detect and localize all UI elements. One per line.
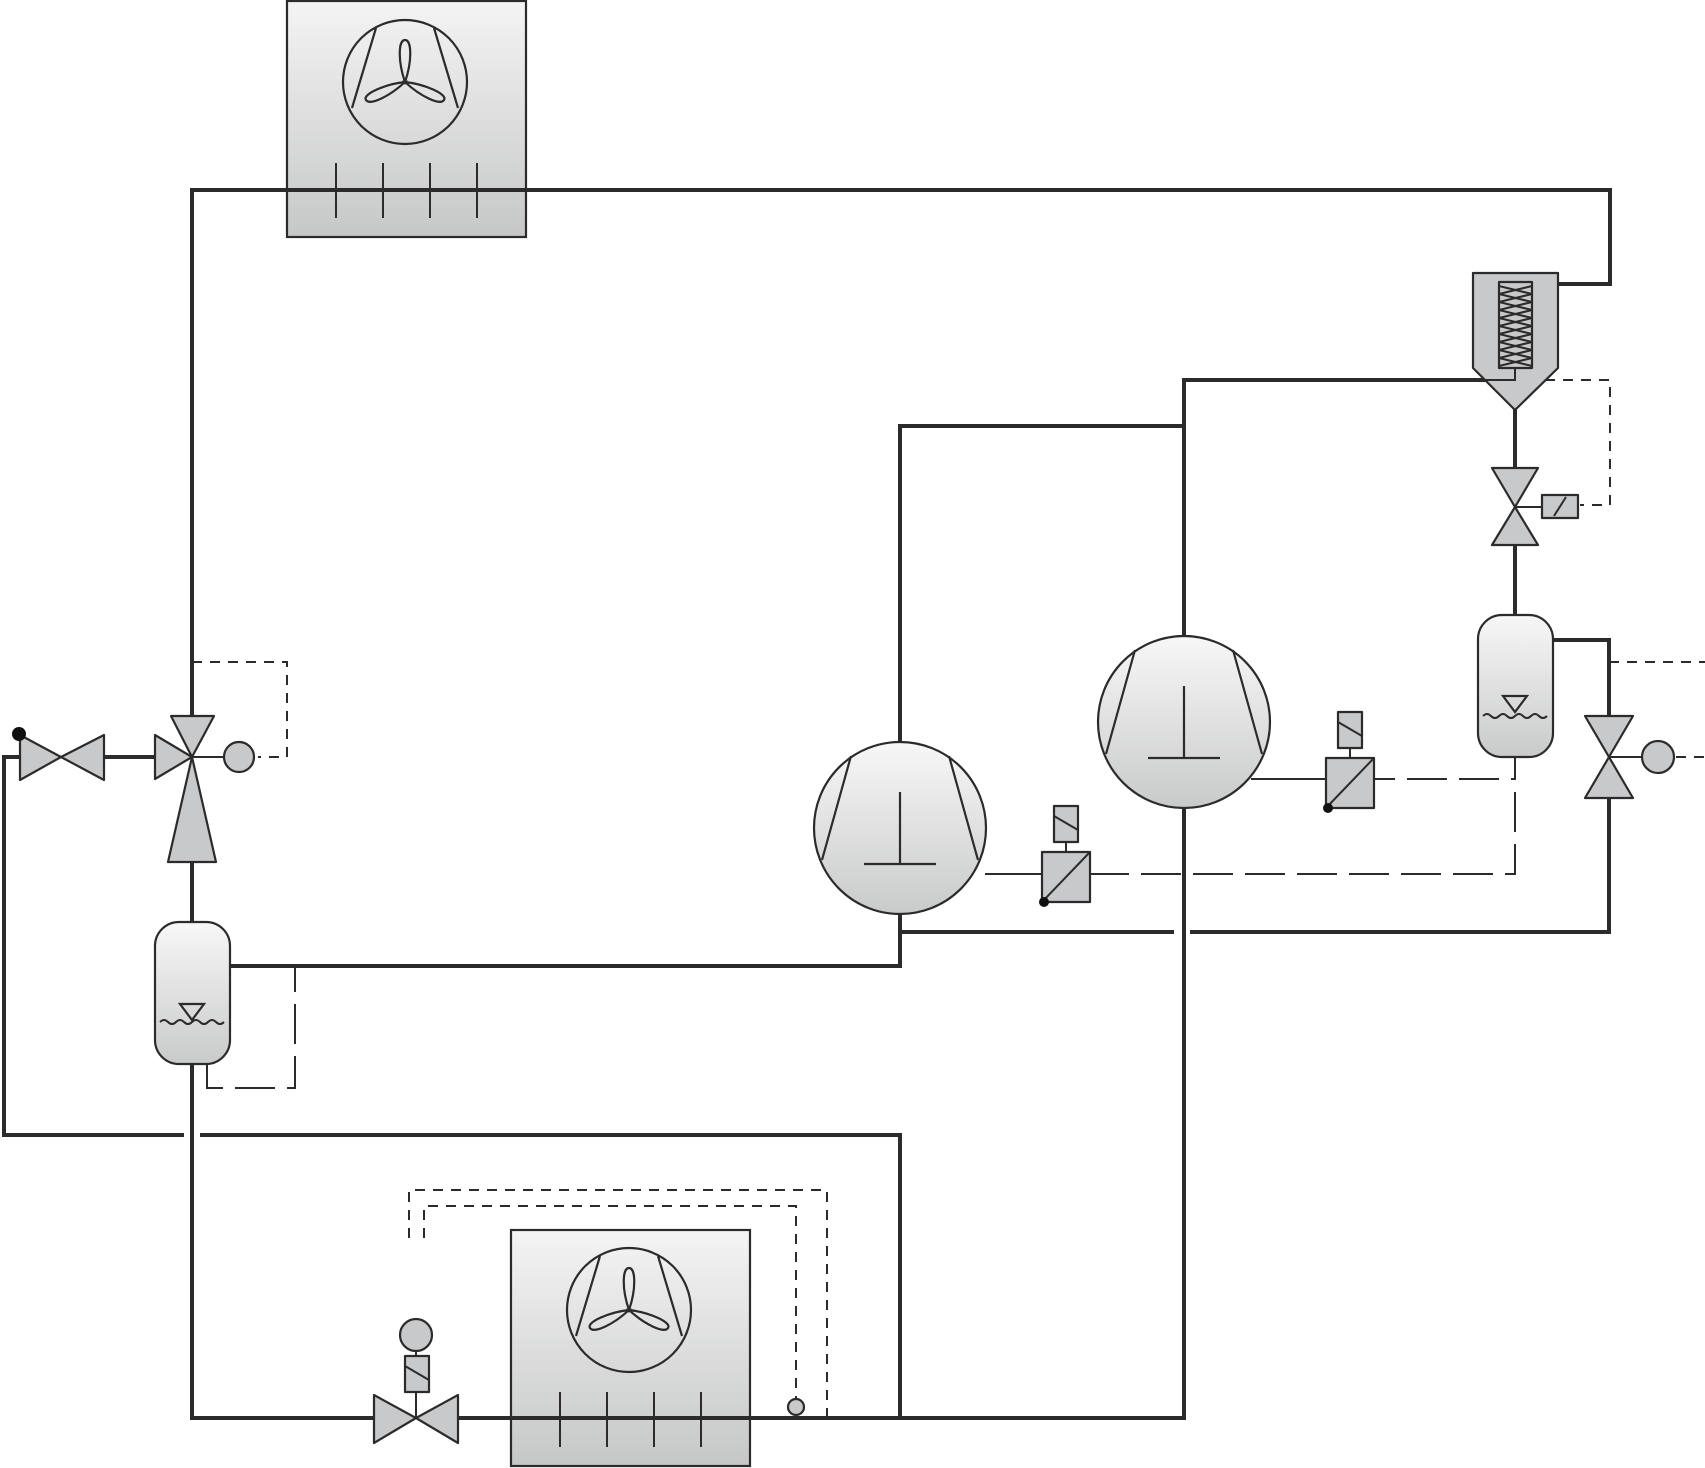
pipe-bottom-mid (200, 1133, 902, 1420)
control-line-separator (1545, 379, 1611, 506)
actuator-icon (398, 1317, 434, 1353)
pipe-top-main (190, 188, 1612, 728)
fan-icon (341, 18, 469, 146)
pressure-switch-2 (1323, 710, 1376, 813)
piping (2, 188, 1612, 1420)
evaporator-fan-unit-bottom (456, 1228, 902, 1468)
control-line-left-receiver (206, 965, 296, 1089)
pipe-receiver-left-down (190, 1062, 380, 1420)
actuator-icon (222, 740, 256, 774)
solenoid-valve-top-right (1490, 466, 1580, 547)
pipe-left-loop (2, 755, 184, 1137)
expansion-valve-bottom (372, 1317, 460, 1445)
control-line-evap-inner (423, 1205, 797, 1400)
three-way-valve (153, 714, 256, 864)
control-lines (192, 379, 1705, 1418)
temperature-sensor-bulb (786, 1397, 806, 1417)
pipe-valve-down (1190, 796, 1611, 934)
coil-icon (1498, 285, 1533, 367)
receiver-right (1476, 613, 1555, 770)
control-line-evap-outer (408, 1189, 828, 1418)
actuator-icon (1640, 739, 1676, 775)
shutoff-valve-left (12, 727, 106, 782)
control-line-3way (192, 661, 288, 758)
control-line-pressure-1 (985, 748, 1516, 875)
pipe-receiver-left-out (227, 930, 902, 968)
pipe-comp1-discharge (898, 424, 1186, 744)
compressor-1 (812, 740, 1042, 916)
pipe-separator-out (1182, 378, 1498, 637)
condenser-fan-unit-top (268, 0, 542, 239)
compressor-2 (1096, 634, 1322, 810)
control-valve-right (1583, 714, 1676, 800)
pipe-receiver-to-valve (1551, 638, 1611, 718)
pipe-suction-header (898, 912, 1174, 934)
oil-separator (1471, 271, 1560, 412)
pressure-switch-1 (1039, 804, 1092, 907)
fan-icon (565, 1246, 693, 1374)
receiver-left (153, 920, 232, 1066)
